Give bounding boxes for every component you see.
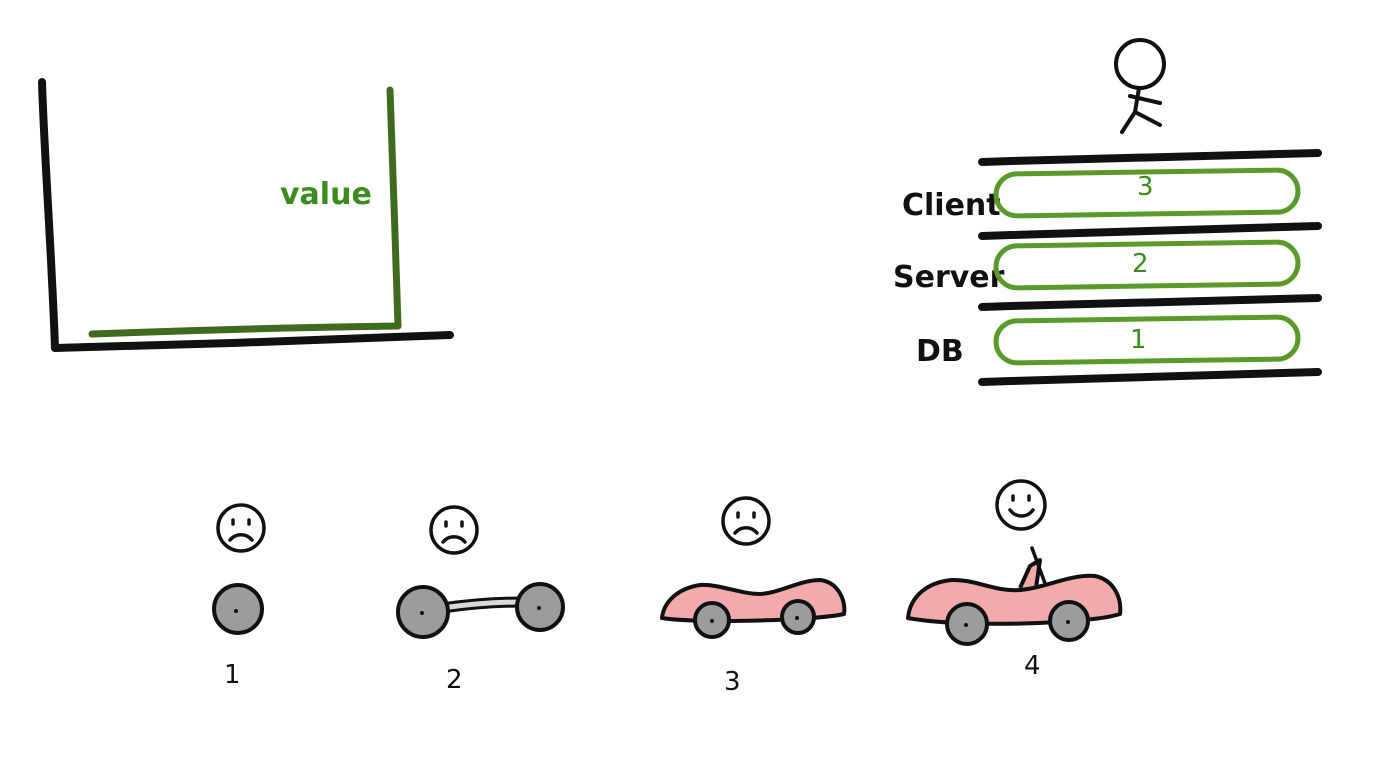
layer-divider-2 [978,294,1322,311]
layer-server: Server 2 [893,239,1301,295]
layer-divider-bottom [978,368,1322,386]
value-curve [88,86,402,338]
layer-db: DB 1 [916,314,1301,369]
car-body-icon [660,578,847,639]
value-chart-y-axis [38,78,59,352]
iteration-step: 3 [724,667,741,697]
layers-diagram: Client 3 Server 2 DB 1 [893,38,1322,386]
value-chart: value [38,78,454,352]
iteration-step: 2 [446,665,463,695]
iteration-step: 4 [1024,651,1041,681]
iteration-2: 2 [396,505,565,695]
sad-face-icon [721,496,771,546]
smiley-face-icon [995,479,1047,531]
layer-client: Client 3 [902,167,1301,223]
value-curve-label: value [280,177,372,212]
layer-order: 1 [1130,325,1147,355]
iteration-4: 4 [906,479,1123,681]
iterations: 1 2 [212,479,1123,697]
stick-figure-icon [1114,38,1166,134]
wheel-icon [212,583,264,635]
layer-ring [993,314,1301,366]
layer-order: 2 [1132,249,1149,279]
layer-divider-top [978,149,1322,166]
layer-ring [993,239,1301,291]
sad-face-icon [216,503,266,553]
layer-order: 3 [1137,172,1154,202]
iteration-3: 3 [660,496,847,697]
layer-label: Server [893,260,1005,295]
value-chart-x-axis [51,331,454,352]
layer-label: Client [902,188,1001,223]
layer-divider-1 [978,222,1322,240]
axle-wheels-icon [396,582,565,639]
car-complete-icon [906,546,1123,646]
layer-label: DB [916,334,964,369]
layer-ring [993,167,1301,219]
sad-face-icon [429,505,479,555]
iteration-step: 1 [224,660,241,690]
iteration-1: 1 [212,503,266,690]
